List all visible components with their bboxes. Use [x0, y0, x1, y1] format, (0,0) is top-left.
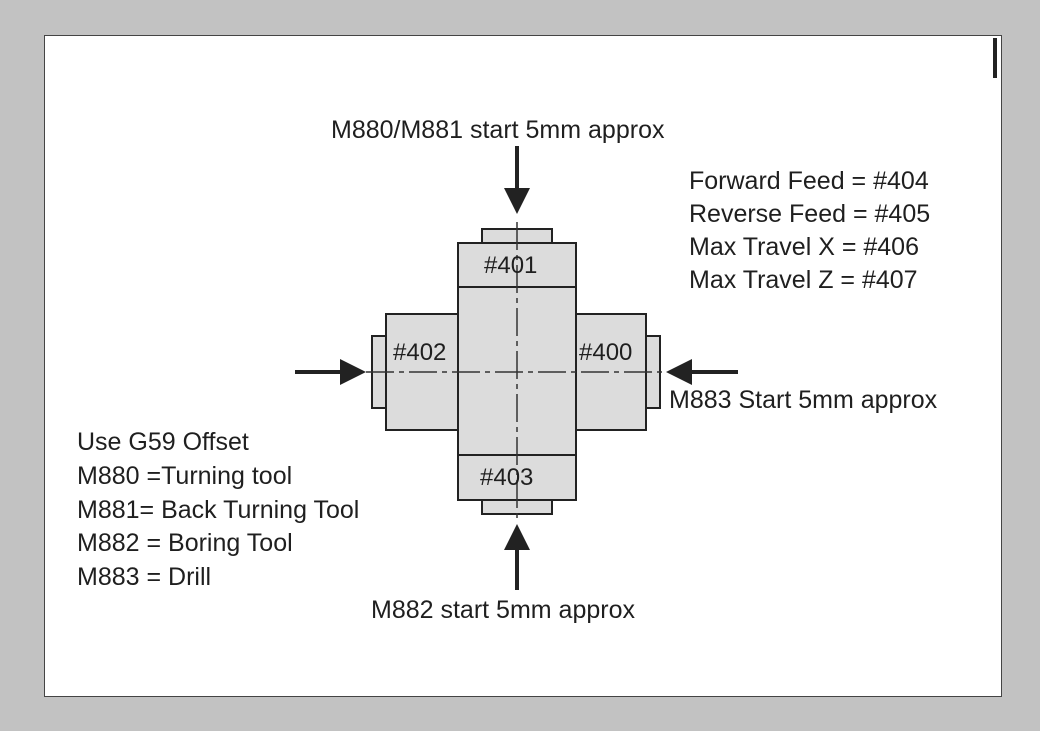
tool-note-line: M881= Back Turning Tool: [77, 496, 360, 524]
feed-line: Max Travel Z = #407: [689, 266, 918, 294]
tool-note-line: M883 = Drill: [77, 563, 212, 591]
register-left: #402: [393, 339, 447, 366]
scrollbar-handle[interactable]: [993, 38, 997, 78]
register-top: #401: [484, 252, 538, 279]
right-approach-arrow: [666, 359, 692, 385]
tool-note-line: Use G59 Offset: [77, 428, 249, 456]
tool-note-line: M882 = Boring Tool: [77, 529, 293, 557]
feed-line: Forward Feed = #404: [689, 167, 929, 195]
top-approach-arrow: [504, 188, 530, 214]
right-start-label: M883 Start 5mm approx: [669, 386, 938, 414]
feed-line: Max Travel X = #406: [689, 233, 919, 261]
register-bottom: #403: [480, 464, 534, 491]
left-approach-arrow: [340, 359, 366, 385]
tool-note-line: M880 =Turning tool: [77, 462, 293, 490]
feed-line: Reverse Feed = #405: [689, 200, 931, 228]
top-start-label: M880/M881 start 5mm approx: [331, 116, 665, 144]
register-right: #400: [579, 339, 633, 366]
bottom-approach-arrow: [504, 524, 530, 550]
bottom-start-label: M882 start 5mm approx: [371, 596, 635, 624]
